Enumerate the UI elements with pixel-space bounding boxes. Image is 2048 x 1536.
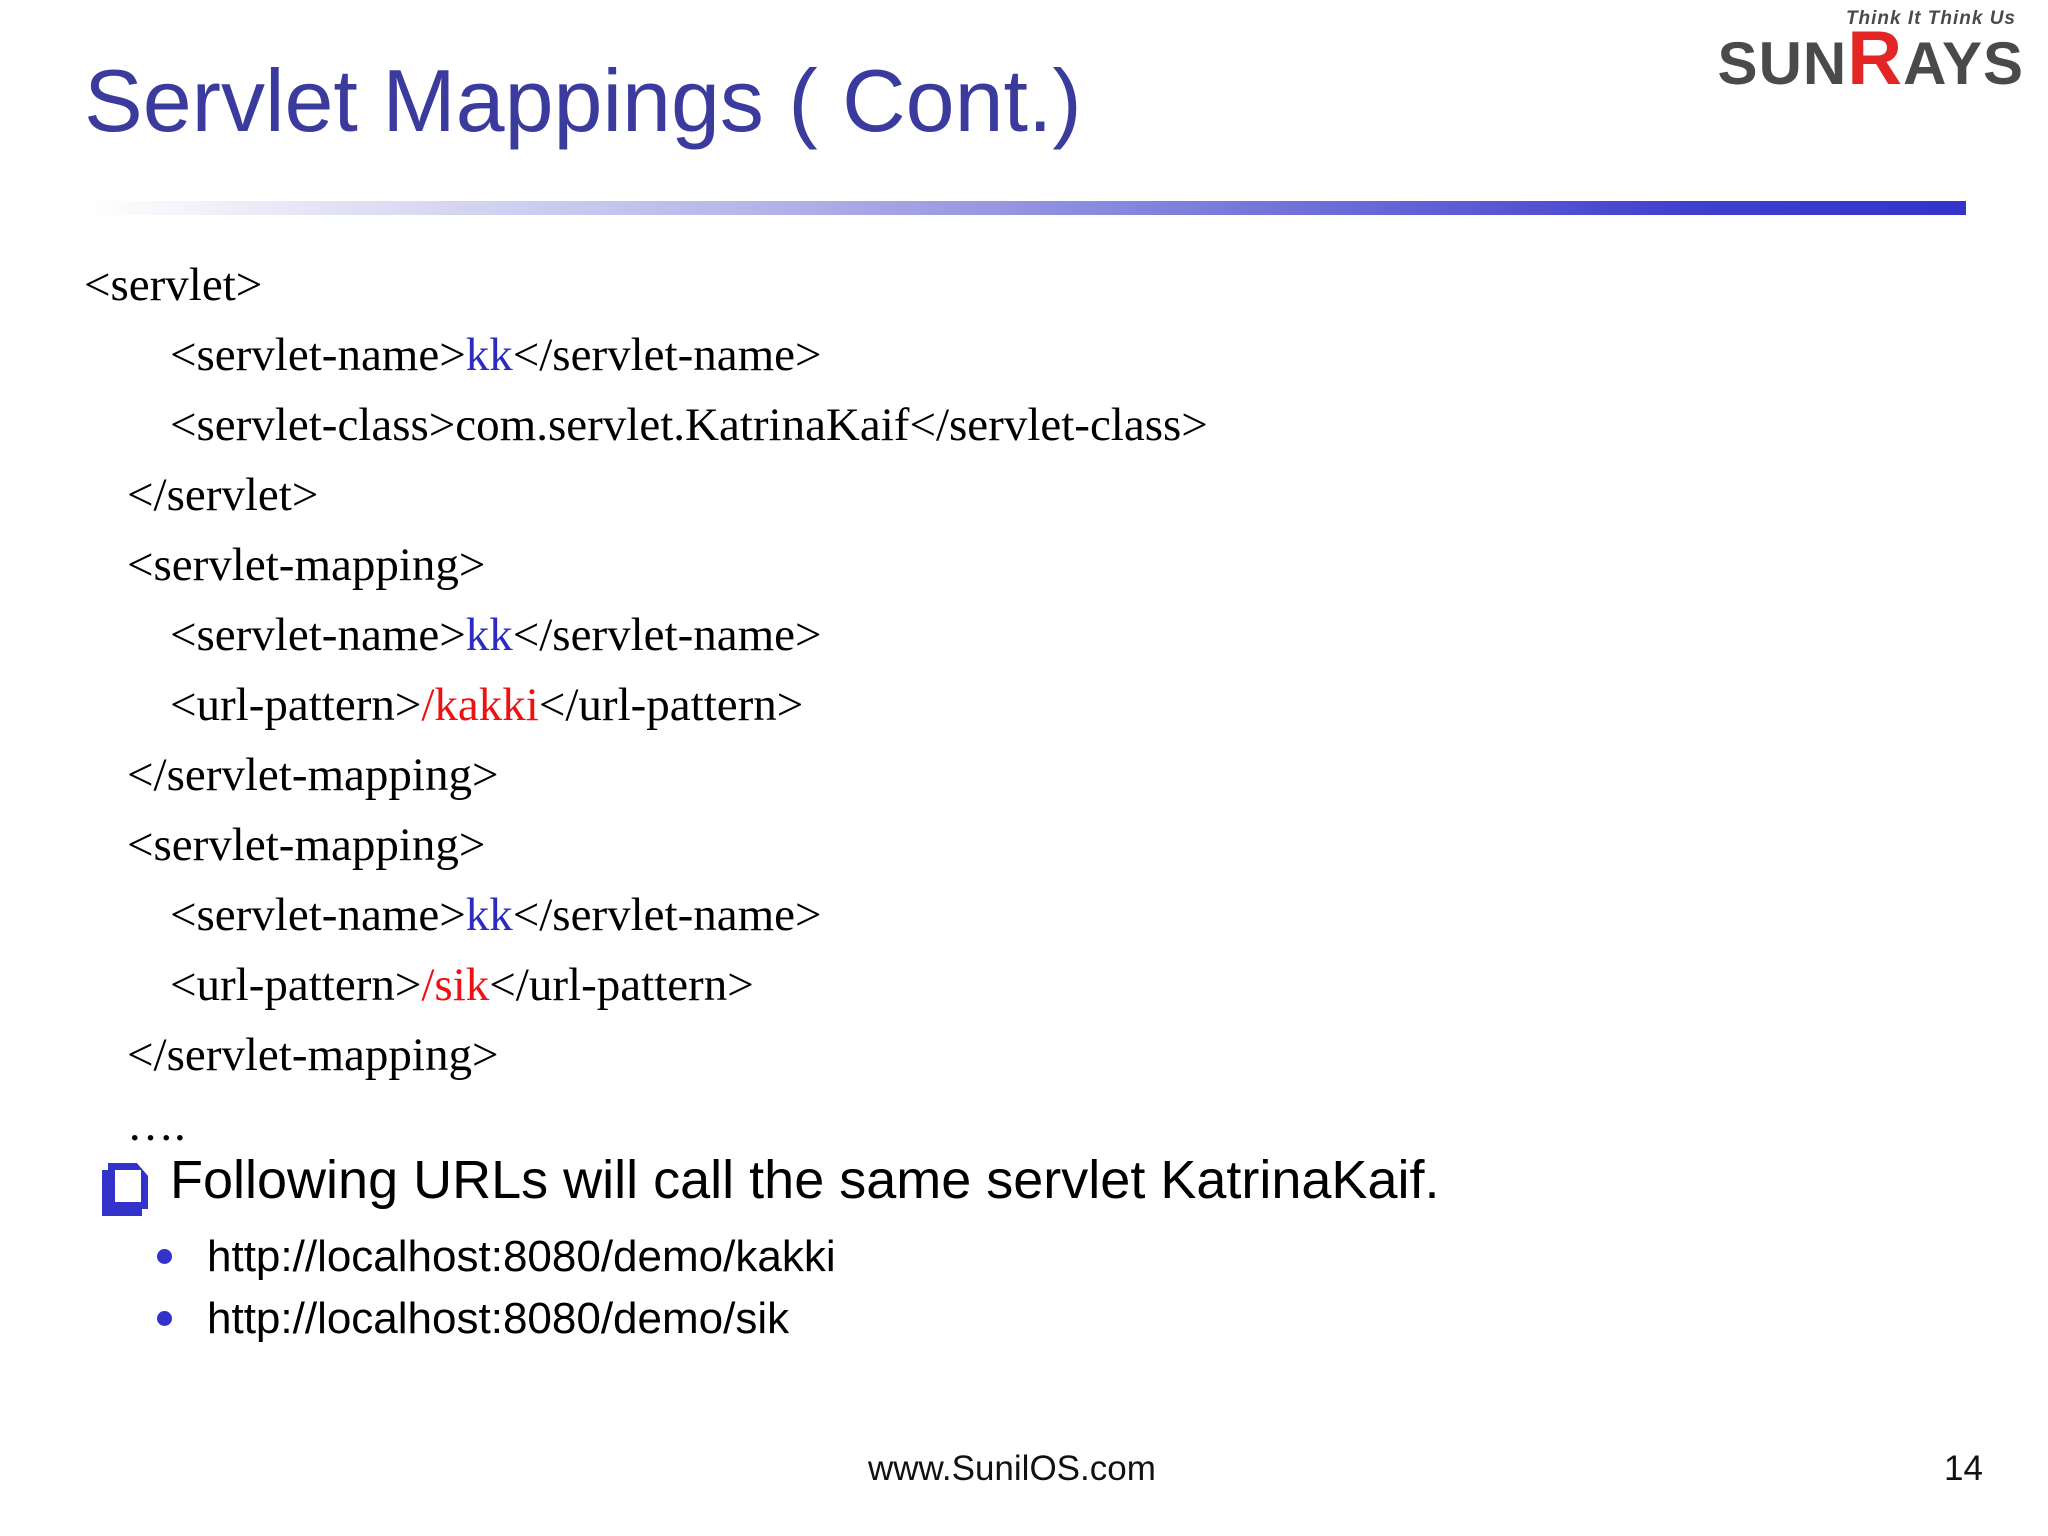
code-token: /kakki [421, 679, 539, 731]
code-token: <servlet-name> [170, 329, 466, 381]
code-token: <servlet-name> [170, 889, 466, 941]
code-line: <servlet-name>kk</servlet-name> [0, 600, 2048, 670]
code-token: <servlet-name> [170, 609, 466, 661]
code-token: </servlet-mapping> [127, 749, 499, 801]
logo-tagline: Think It Think Us [1845, 8, 2016, 29]
code-line: <servlet-mapping> [0, 810, 2048, 880]
page-number: 14 [1944, 1449, 1983, 1488]
logo-brand: SUNRAYS [1718, 21, 2024, 97]
code-token: </servlet-name> [512, 609, 822, 661]
code-token: <servlet-mapping> [127, 539, 486, 591]
url-list-item: http://localhost:8080/demo/kakki [157, 1226, 836, 1288]
square-bullet-icon [102, 1163, 148, 1216]
code-line: <url-pattern>/kakki</url-pattern> [0, 670, 2048, 740]
url-list: http://localhost:8080/demo/kakki http://l… [157, 1226, 836, 1350]
code-token: <url-pattern> [170, 959, 422, 1011]
code-token: </servlet-name> [512, 889, 822, 941]
code-line: <servlet-name>kk</servlet-name> [0, 880, 2048, 950]
logo-brand-accent: R [1847, 16, 1904, 101]
code-line: …. [0, 1090, 2048, 1160]
code-line: </servlet-mapping> [0, 1020, 2048, 1090]
title-underline-gradient [88, 201, 1966, 215]
code-token: <servlet> [84, 259, 263, 311]
url-text: http://localhost:8080/demo/kakki [207, 1232, 836, 1281]
code-token: kk [465, 889, 513, 941]
code-token: <servlet-mapping> [127, 819, 486, 871]
code-token: </servlet-mapping> [127, 1029, 499, 1081]
circle-bullet-icon [157, 1311, 172, 1326]
code-line: <servlet-name>kk</servlet-name> [0, 320, 2048, 390]
square-bullet-box [108, 1163, 148, 1209]
code-line: <servlet> [0, 250, 2048, 320]
url-text: http://localhost:8080/demo/sik [207, 1294, 790, 1343]
footer-site: www.SunilOS.com [868, 1449, 1156, 1488]
code-line: <url-pattern>/sik</url-pattern> [0, 950, 2048, 1020]
url-list-item: http://localhost:8080/demo/sik [157, 1288, 836, 1350]
code-token: </url-pattern> [489, 959, 754, 1011]
code-line: <servlet-class>com.servlet.KatrinaKaif</… [0, 390, 2048, 460]
code-token: </url-pattern> [538, 679, 804, 731]
logo-brand-post: AYS [1903, 30, 2024, 97]
circle-bullet-icon [157, 1249, 172, 1264]
code-token: </servlet-name> [512, 329, 822, 381]
code-block: <servlet><servlet-name>kk</servlet-name>… [0, 250, 2048, 1160]
bullet-text: Following URLs will call the same servle… [170, 1150, 1440, 1210]
logo-brand-pre: SUN [1717, 30, 1848, 97]
code-token: kk [465, 329, 513, 381]
slide-title: Servlet Mappings ( Cont.) [84, 51, 1082, 150]
code-token: </servlet> [127, 469, 319, 521]
code-token: /sik [421, 959, 490, 1011]
code-line: <servlet-mapping> [0, 530, 2048, 600]
code-line: </servlet-mapping> [0, 740, 2048, 810]
code-token: <url-pattern> [170, 679, 422, 731]
sunrays-logo: Think It Think Us SUNRAYS [1718, 8, 2024, 97]
code-token: <servlet-class>com.servlet.KatrinaKaif</… [170, 399, 1208, 451]
code-line: </servlet> [0, 460, 2048, 530]
code-token: …. [127, 1099, 186, 1151]
code-token: kk [465, 609, 513, 661]
